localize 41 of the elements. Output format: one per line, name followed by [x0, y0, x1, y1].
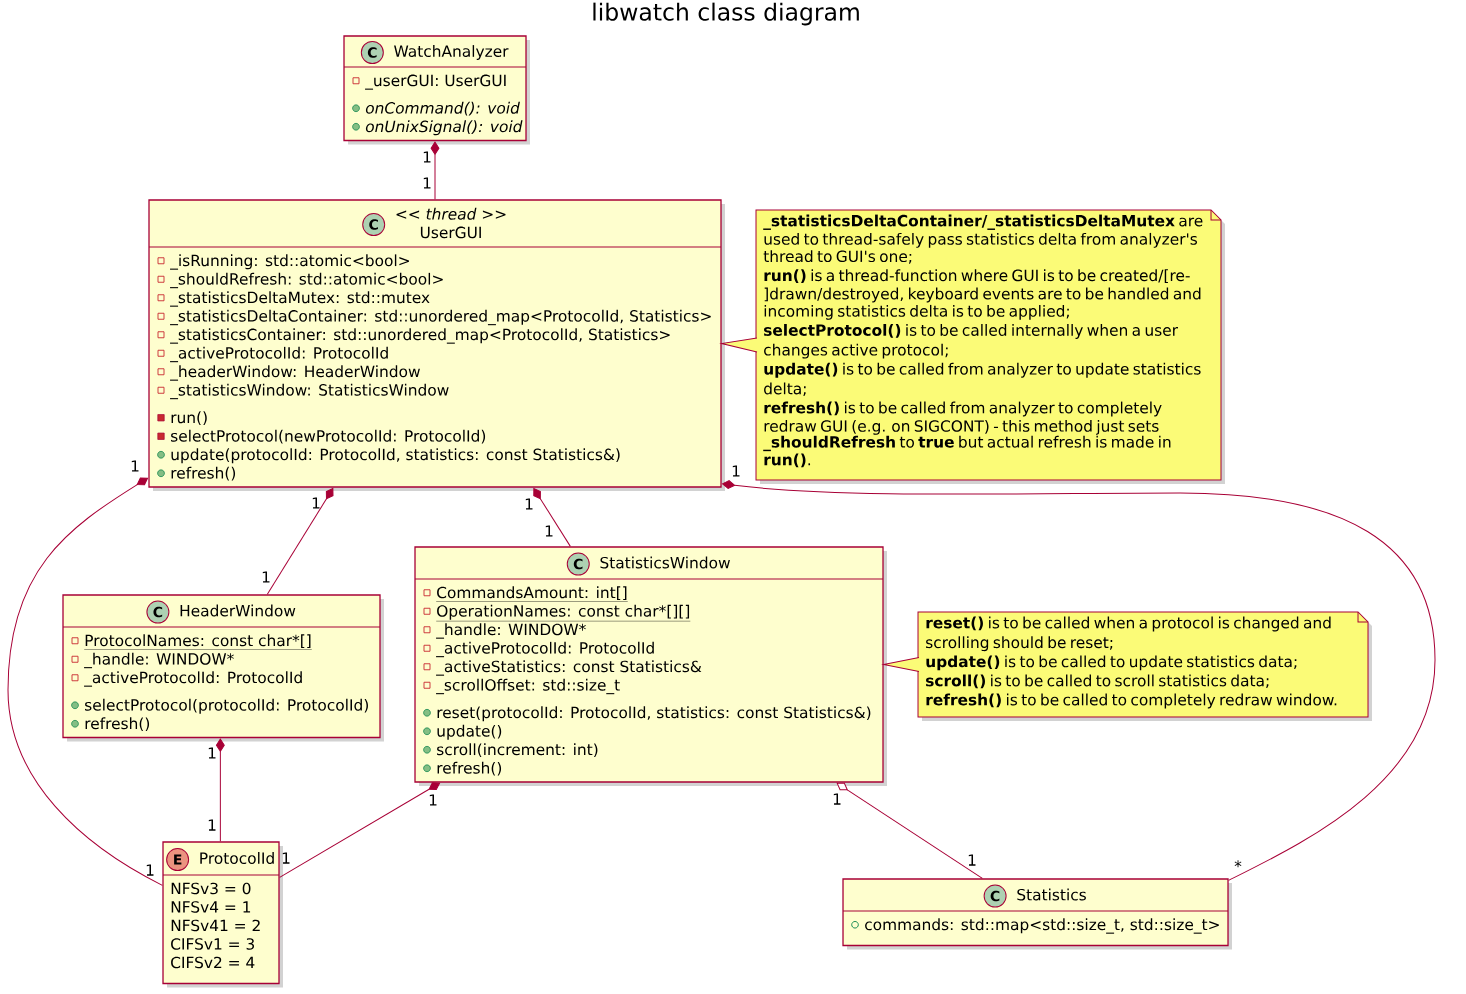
- multiplicity-label: 1: [312, 497, 320, 509]
- connector-line: [266, 487, 334, 595]
- connector-line: [7, 477, 163, 886]
- attribute-text: _activeProtocolId: ProtocolId: [170, 346, 388, 363]
- attribute-text: _statisticsDeltaMutex: std::mutex: [170, 291, 430, 307]
- class-name: UserGUI: [420, 226, 481, 239]
- connector-line: [533, 487, 571, 547]
- connector-line: [430, 141, 440, 200]
- attribute-text: _statisticsWindow: StatisticsWindow: [170, 383, 449, 400]
- multiplicity-label: 1: [131, 460, 139, 472]
- connector-line: [215, 738, 225, 842]
- title: libwatch class diagram: [593, 2, 859, 26]
- method-text: run(): [171, 411, 207, 426]
- multiplicity-label: 1: [262, 571, 270, 583]
- attribute-text: _statisticsDeltaContainer: std::unordered_map<ProtocolId, Statistics>: [170, 309, 711, 326]
- method-text: refresh(): [171, 466, 236, 481]
- stereotype-label: << thread >>: [396, 207, 506, 220]
- multiplicity-label: 1: [423, 151, 431, 163]
- multiplicity-label: 1: [968, 854, 976, 866]
- note-pointer: [721, 337, 758, 353]
- multiplicity-label: 1: [423, 177, 431, 189]
- multiplicity-label: 1: [732, 465, 740, 477]
- multiplicity-label: 1: [833, 793, 841, 805]
- multiplicity-label: 1: [545, 525, 553, 537]
- attribute-text: _isRunning: std::atomic<bool>: [170, 254, 409, 270]
- method-text: selectProtocol(newProtocolId: ProtocolId): [171, 429, 486, 444]
- attribute-text: _headerWindow: HeaderWindow: [170, 365, 420, 381]
- connector-line: [836, 782, 983, 879]
- attribute-text: _statisticsContainer: std::unordered_map<ProtocolId, Statistics>: [170, 328, 670, 344]
- note-pointer: [883, 657, 920, 672]
- multiplicity-label: 1: [525, 498, 533, 510]
- method-text: update(protocolId: ProtocolId, statistics: const Statistics&): [171, 448, 620, 464]
- attribute-text: _shouldRefresh: std::atomic<bool>: [170, 272, 443, 289]
- multiplicity-label: *: [1234, 860, 1242, 868]
- multiplicity-label: 1: [429, 794, 437, 806]
- multiplicity-label: 1: [208, 819, 216, 831]
- multiplicity-label: 1: [146, 864, 154, 876]
- class-badge: C: [362, 213, 386, 236]
- connector-line: [279, 782, 441, 878]
- multiplicity-label: 1: [208, 747, 216, 759]
- multiplicity-label: 1: [282, 852, 290, 864]
